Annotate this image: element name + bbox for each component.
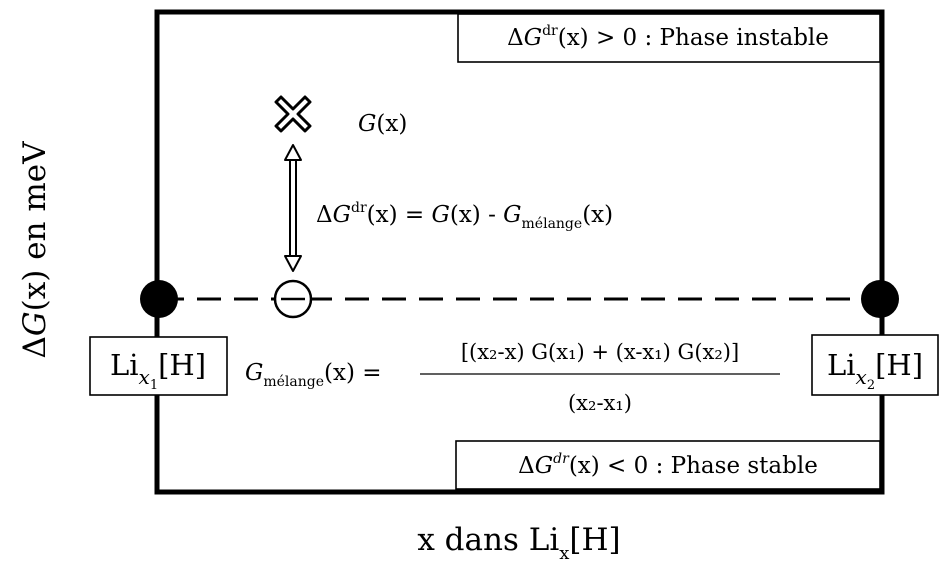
mixing-numerator: [(x₂-x) G(x₁) + (x-x₁) G(x₂)] bbox=[461, 340, 739, 364]
double-arrow bbox=[284, 144, 302, 272]
svg-text:Lix1[H]: Lix1[H] bbox=[110, 348, 206, 393]
circle-minus-icon bbox=[273, 279, 313, 319]
svg-text:ΔGdr(x) > 0 : Phase instable: ΔGdr(x) > 0 : Phase instable bbox=[507, 23, 829, 51]
right-phase-box: Lix2[H] bbox=[811, 334, 939, 396]
right-endpoint-dot bbox=[861, 280, 899, 318]
mixing-lhs: Gmélange(x) = bbox=[245, 360, 382, 390]
svg-text:Lix2[H]: Lix2[H] bbox=[827, 348, 923, 393]
mixing-denominator: (x₂-x₁) bbox=[568, 391, 632, 415]
y-axis-label: ΔG(x) en meV bbox=[17, 141, 53, 359]
x-axis-label: x dans Lix[H] bbox=[417, 522, 620, 564]
stable-legend: ΔGdr(x) < 0 : Phase stable bbox=[455, 440, 881, 490]
svg-text:ΔGdr(x) < 0 : Phase stable: ΔGdr(x) < 0 : Phase stable bbox=[518, 451, 818, 479]
difference-equation: ΔGdr(x) = G(x) - Gmélange(x) bbox=[316, 200, 613, 232]
point-label: G(x) bbox=[358, 111, 407, 137]
plot-frame bbox=[154, 9, 885, 495]
unstable-legend: ΔGdr(x) > 0 : Phase instable bbox=[457, 13, 881, 63]
cross-icon bbox=[274, 95, 312, 133]
left-phase-box: Lix1[H] bbox=[89, 336, 228, 396]
left-endpoint-dot bbox=[140, 280, 178, 318]
